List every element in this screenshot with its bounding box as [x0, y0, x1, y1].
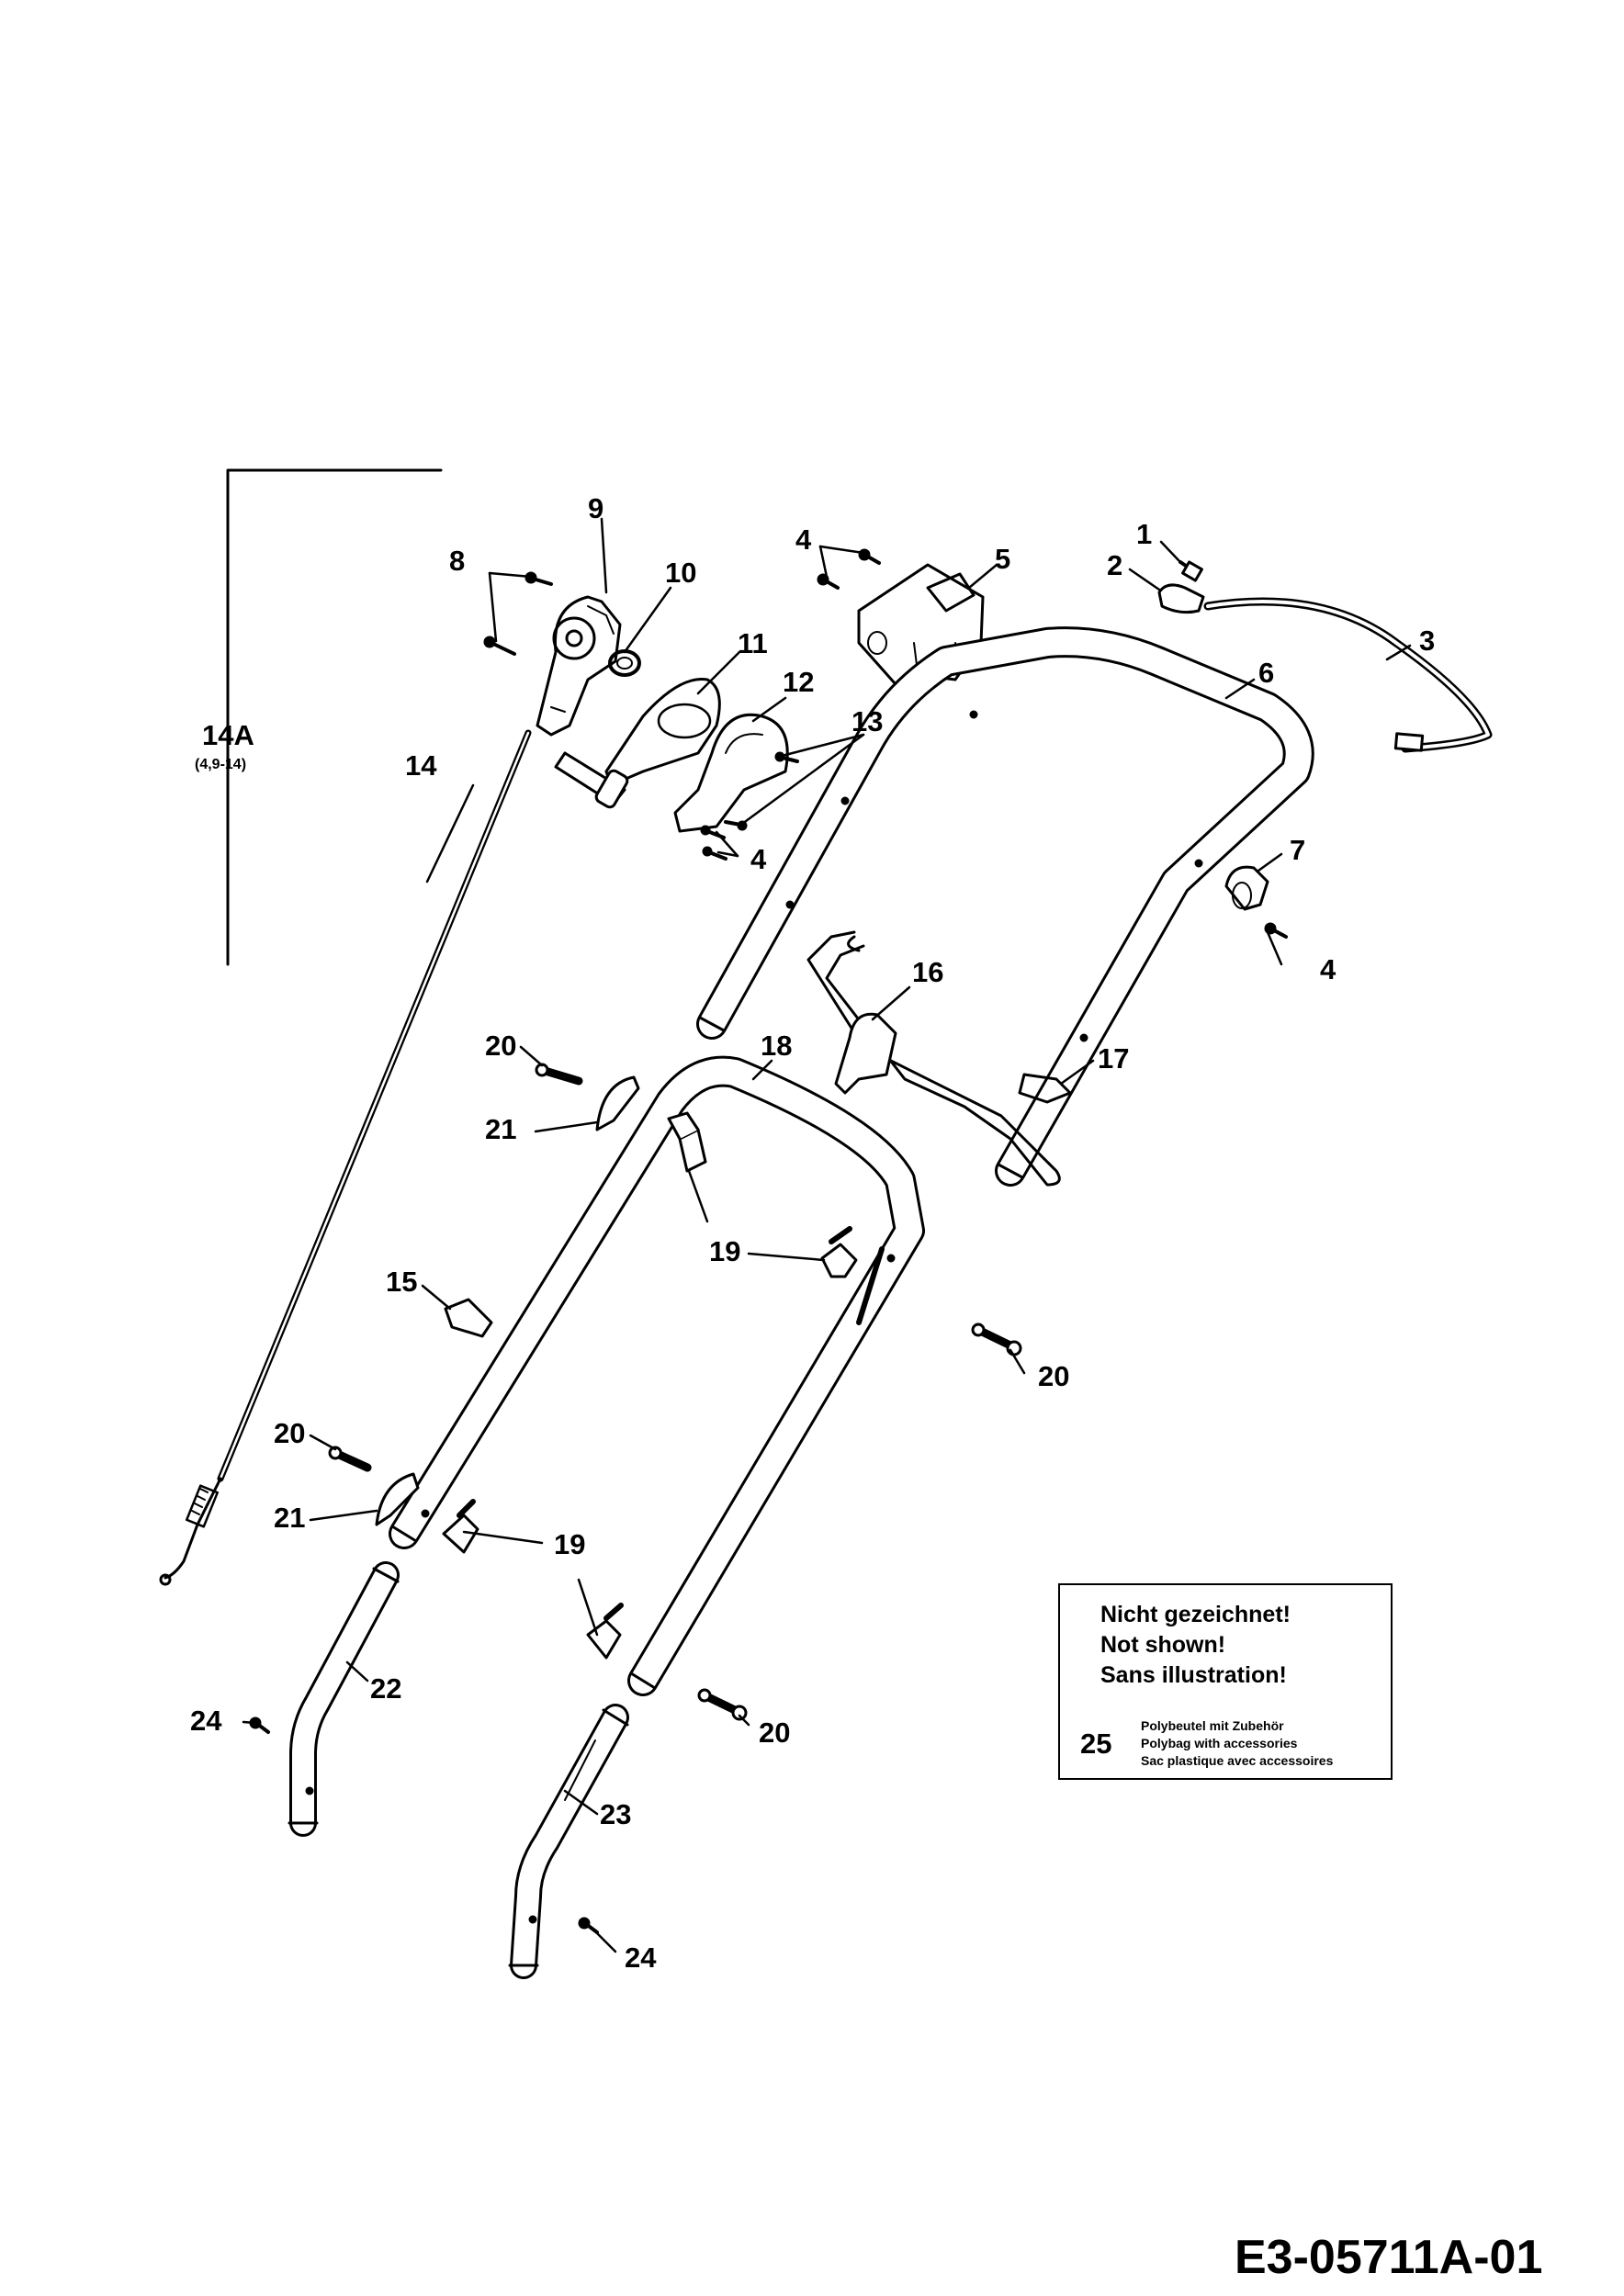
label-part-11: 11: [738, 627, 768, 659]
label-part-20-top: 20: [485, 1030, 517, 1062]
not-shown-note-box: Nicht gezeichnet! Not shown! Sans illust…: [1058, 1583, 1393, 1780]
label-part-6: 6: [1258, 657, 1275, 689]
part-16-wire-bail: [806, 930, 1061, 1187]
part-15-clip: [444, 1298, 493, 1338]
label-part-24-bottom: 24: [625, 1941, 657, 1974]
label-part-20-left: 20: [274, 1417, 306, 1449]
label-part-19-bottom: 19: [554, 1528, 586, 1560]
label-part-14a-range: (4,9-14): [195, 757, 247, 772]
label-part-2: 2: [1107, 549, 1123, 581]
part-17-hook: [1018, 1073, 1072, 1104]
label-part-15: 15: [386, 1266, 418, 1298]
part-20-bolts: [328, 1063, 1022, 1721]
part-21-brackets: [375, 1075, 640, 1526]
note-item-en: Polybag with accessories: [1141, 1736, 1298, 1750]
assembly-bracket-14a: [226, 468, 443, 966]
label-part-12: 12: [783, 666, 815, 698]
part-12-cover: [673, 713, 789, 833]
part-4-screws-top: [817, 548, 881, 590]
label-part-22: 22: [370, 1672, 402, 1705]
part-18-lower-handle: [389, 1055, 925, 1696]
part-23-tube: [508, 1704, 629, 1979]
part-14-cable: [159, 729, 532, 1586]
label-part-19-top: 19: [709, 1235, 741, 1267]
label-part-17: 17: [1098, 1042, 1130, 1075]
label-part-20-right: 20: [1038, 1360, 1070, 1392]
label-part-24-left: 24: [190, 1705, 222, 1737]
part-6-upper-handle: [696, 626, 1314, 1187]
note-item-fr: Sac plastique avec accessoires: [1141, 1753, 1334, 1768]
label-part-1: 1: [1136, 518, 1153, 550]
part-7-clamp: [1224, 865, 1269, 911]
note-line-en: Not shown!: [1100, 1632, 1226, 1658]
part-4-screw-right: [1264, 922, 1288, 939]
part-9-control-housing: [536, 595, 622, 737]
label-part-20-bottom: 20: [759, 1716, 791, 1749]
label-part-21-left: 21: [274, 1502, 306, 1534]
label-part-7: 7: [1290, 834, 1306, 866]
label-part-18: 18: [761, 1030, 793, 1062]
label-part-8: 8: [449, 545, 466, 577]
part-1-screw: [1179, 560, 1203, 582]
label-part-14: 14: [405, 749, 437, 782]
note-item-de: Polybeutel mit Zubehör: [1141, 1718, 1284, 1733]
part-13-screws: [724, 751, 799, 831]
label-part-10: 10: [665, 557, 697, 589]
label-part-4-right: 4: [1320, 953, 1336, 985]
part-11-lever: [554, 678, 721, 809]
part-22-tube: [288, 1561, 400, 1837]
label-part-14a: 14A: [202, 719, 254, 751]
leader-lines: [242, 517, 1412, 1953]
part-3-rod: [1203, 597, 1493, 753]
label-part-5: 5: [995, 543, 1011, 575]
label-part-16: 16: [912, 956, 944, 988]
label-part-9: 9: [588, 492, 604, 524]
note-item-number: 25: [1080, 1728, 1112, 1760]
part-8-screws: [483, 571, 553, 656]
note-line-fr: Sans illustration!: [1100, 1662, 1287, 1688]
label-part-13: 13: [851, 705, 884, 737]
label-part-23: 23: [600, 1798, 632, 1830]
label-part-21-top: 21: [485, 1113, 517, 1145]
drawing-code: E3-05711A-01: [1235, 2231, 1543, 2284]
part-2-clip: [1157, 583, 1205, 614]
label-part-3: 3: [1419, 625, 1436, 657]
label-part-4-left: 4: [750, 843, 767, 875]
label-part-4-top: 4: [795, 523, 812, 556]
note-line-de: Nicht gezeichnet!: [1100, 1602, 1291, 1627]
